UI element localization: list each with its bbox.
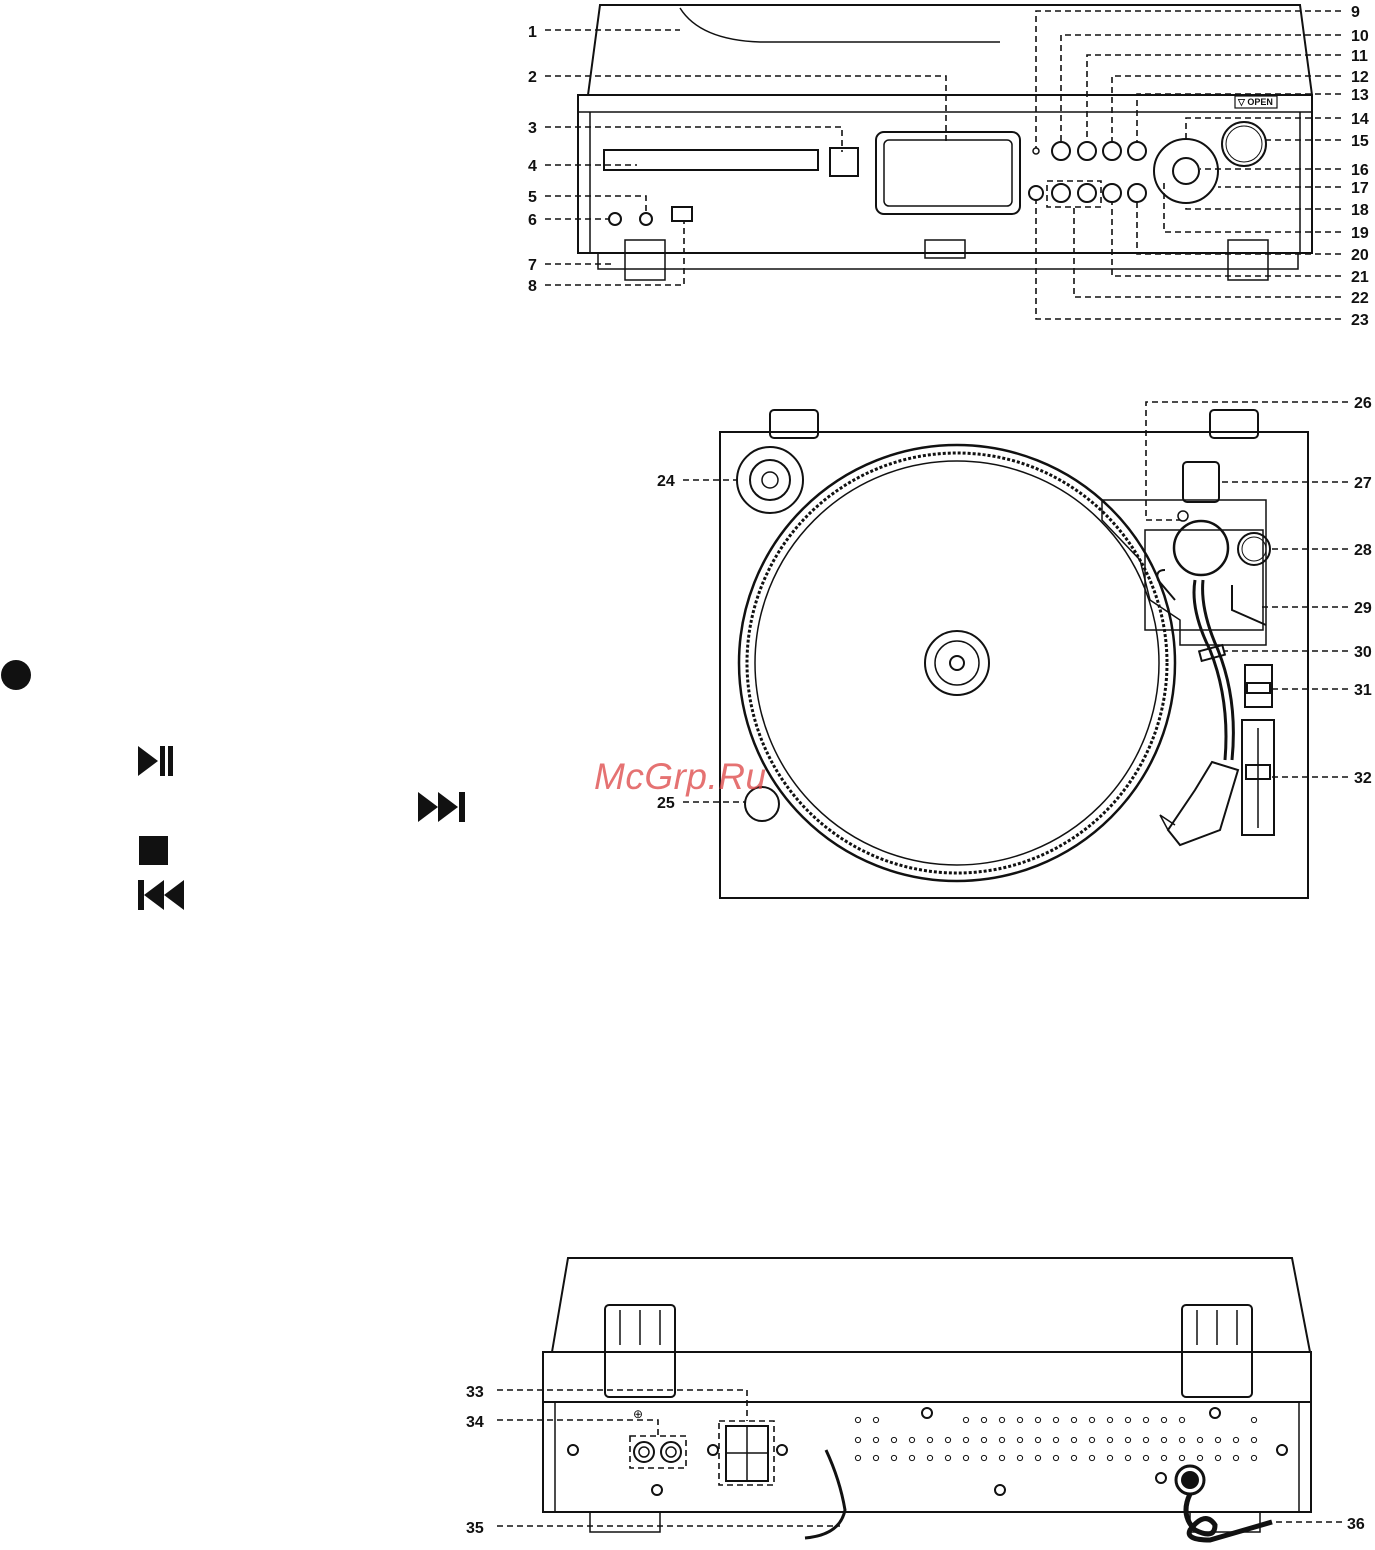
vent-hole [1161, 1417, 1166, 1422]
vent-hole [1125, 1437, 1130, 1442]
vent-hole [1143, 1455, 1148, 1460]
vent-hole [1071, 1455, 1076, 1460]
previous-track-icon [138, 880, 186, 910]
vent-hole [1089, 1437, 1094, 1442]
vent-hole [927, 1455, 932, 1460]
watermark: McGrp.Ru [594, 756, 767, 798]
vent-hole [1053, 1437, 1058, 1442]
vent-hole [1089, 1417, 1094, 1422]
ground-symbol: ⊕ [633, 1407, 643, 1421]
vent-hole [1035, 1455, 1040, 1460]
vent-hole [855, 1455, 860, 1460]
vent-hole [999, 1437, 1004, 1442]
callout-36: 36 [1347, 1516, 1365, 1533]
vent-hole [1071, 1417, 1076, 1422]
vent-hole [1251, 1417, 1256, 1422]
vent-hole [927, 1437, 932, 1442]
vent-hole [873, 1455, 878, 1460]
vent-hole [945, 1455, 950, 1460]
vent-hole [1215, 1437, 1220, 1442]
vent-hole [1017, 1455, 1022, 1460]
record-icon [1, 660, 31, 690]
vent-hole [1233, 1455, 1238, 1460]
vent-hole [1089, 1455, 1094, 1460]
vent-hole [1071, 1437, 1076, 1442]
vent-hole [999, 1455, 1004, 1460]
stop-icon [139, 836, 168, 865]
vent-hole [855, 1417, 860, 1422]
vent-hole [873, 1437, 878, 1442]
vent-hole [1179, 1417, 1184, 1422]
vent-hole [1035, 1417, 1040, 1422]
vent-hole [1233, 1437, 1238, 1442]
vent-hole [1197, 1455, 1202, 1460]
vent-hole [1143, 1417, 1148, 1422]
vent-hole [891, 1455, 896, 1460]
vent-hole [945, 1437, 950, 1442]
vent-hole [1125, 1455, 1130, 1460]
vent-hole [1107, 1455, 1112, 1460]
callout-34: 34 [466, 1414, 484, 1431]
vent-hole [963, 1437, 968, 1442]
vent-hole [1035, 1437, 1040, 1442]
vent-hole [1017, 1417, 1022, 1422]
vent-hole [1107, 1417, 1112, 1422]
vent-hole [1107, 1437, 1112, 1442]
vent-hole [891, 1437, 896, 1442]
vent-hole [1143, 1437, 1148, 1442]
vent-hole [909, 1455, 914, 1460]
vent-hole [873, 1417, 878, 1422]
vent-hole [1251, 1455, 1256, 1460]
next-track-icon [418, 792, 466, 822]
vent-hole [1215, 1455, 1220, 1460]
vent-hole [1161, 1437, 1166, 1442]
vent-hole [1251, 1437, 1256, 1442]
vent-hole [855, 1437, 860, 1442]
vent-hole [1179, 1437, 1184, 1442]
vent-hole [963, 1455, 968, 1460]
vent-hole [1161, 1455, 1166, 1460]
vent-hole [963, 1417, 968, 1422]
vent-hole [1053, 1455, 1058, 1460]
vent-hole [1179, 1455, 1184, 1460]
play-pause-icon [138, 746, 176, 776]
vent-hole [1053, 1417, 1058, 1422]
vent-hole [999, 1417, 1004, 1422]
vent-hole [1017, 1437, 1022, 1442]
vent-hole [981, 1417, 986, 1422]
vent-hole [1197, 1437, 1202, 1442]
callout-35: 35 [466, 1520, 484, 1537]
vent-hole [981, 1437, 986, 1442]
vent-hole [909, 1437, 914, 1442]
callout-33: 33 [466, 1384, 484, 1401]
vent-hole [981, 1455, 986, 1460]
vent-hole [1125, 1417, 1130, 1422]
